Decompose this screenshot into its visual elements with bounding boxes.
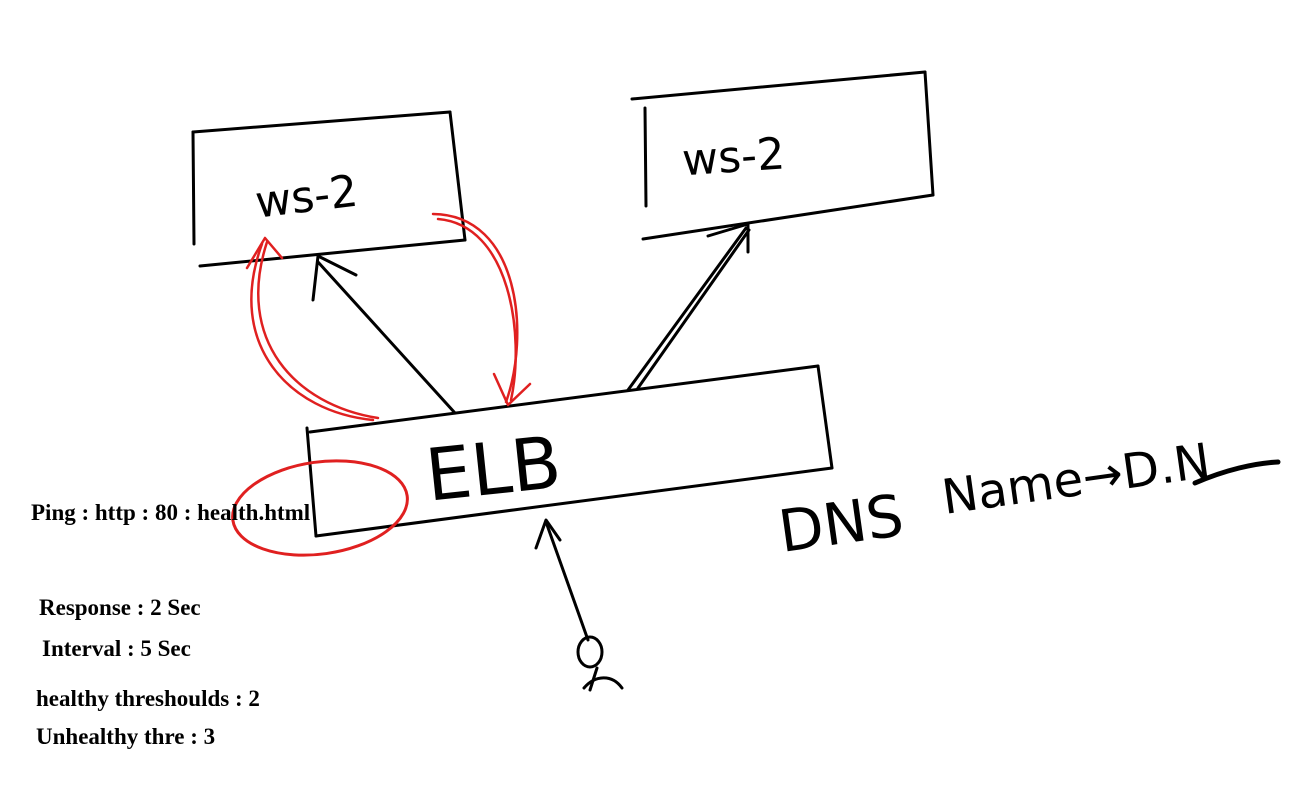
dns-name-note: Name→D.N xyxy=(938,433,1213,526)
health-check-loop-arrows xyxy=(245,212,532,422)
arrow-elb-to-ws-right xyxy=(626,222,751,392)
healthy-threshold-text: healthy threshoulds : 2 xyxy=(36,686,260,711)
web-server-label-left: ws-2 xyxy=(252,166,360,229)
unhealthy-threshold-text: Unhealthy thre : 3 xyxy=(36,724,216,749)
health-page-highlight-circle xyxy=(231,459,409,557)
web-server-box-right xyxy=(630,70,935,241)
arrow-user-to-elb xyxy=(534,518,590,642)
elb-label: ELB xyxy=(422,420,565,518)
elb-box xyxy=(305,364,834,538)
user-figure-icon xyxy=(576,635,624,692)
dns-name-underline xyxy=(1192,459,1281,486)
check-interval-text: Interval : 5 Sec xyxy=(42,636,191,661)
web-server-label-right: ws-2 xyxy=(680,128,786,186)
ping-target-text: Ping : http : 80 : health.html xyxy=(31,500,311,525)
dns-label: DNS xyxy=(774,481,907,566)
response-timeout-text: Response : 2 Sec xyxy=(39,595,201,620)
arrow-elb-to-ws-left xyxy=(311,254,457,415)
